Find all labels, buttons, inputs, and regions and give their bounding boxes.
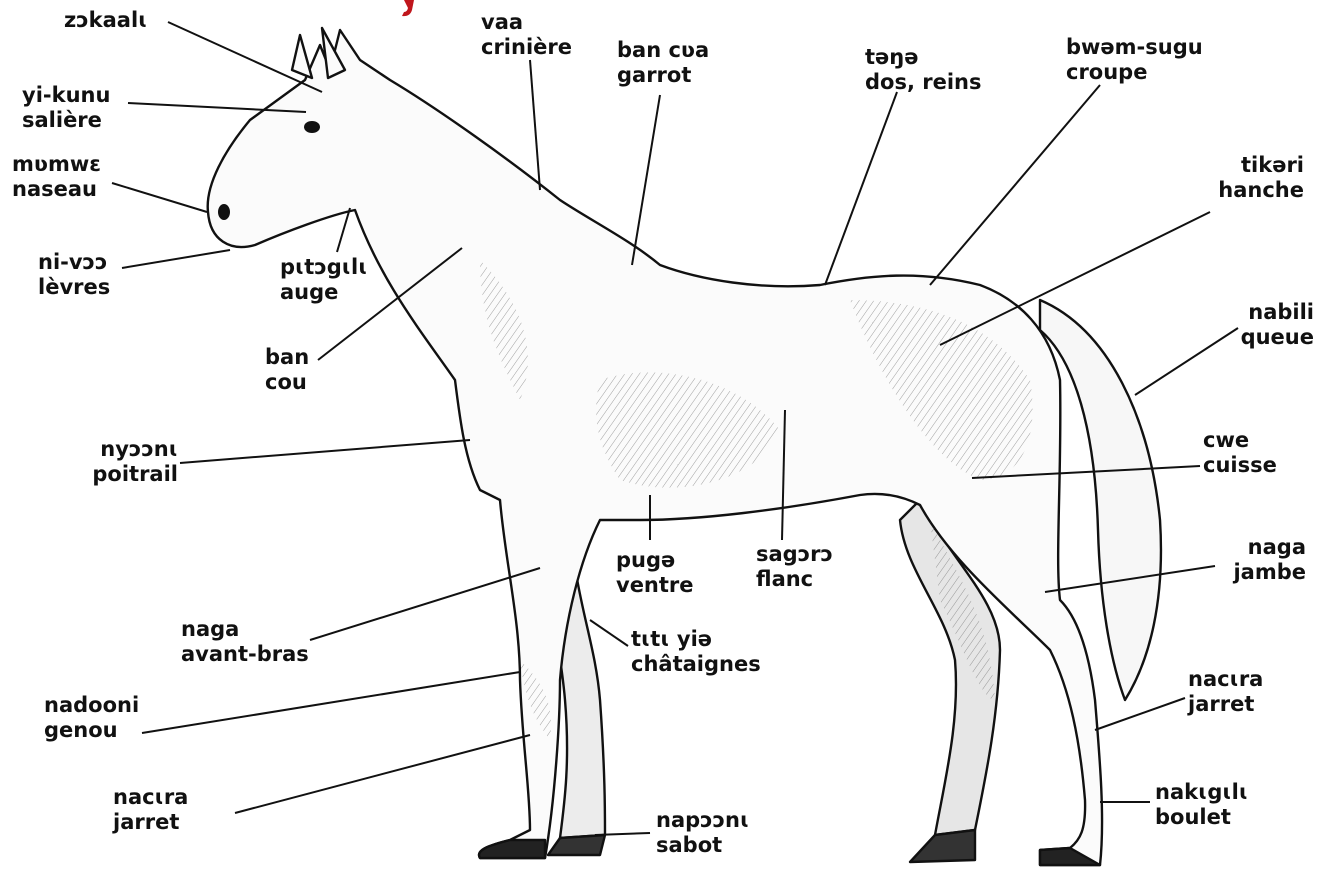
- label-tail-french: queue: [1224, 325, 1314, 350]
- label-hip-french: hanche: [1208, 178, 1304, 203]
- label-withers-french: garrot: [617, 63, 709, 88]
- label-thigh-french: cuisse: [1203, 453, 1277, 478]
- label-fetlock-local: nakɩgɩlɩ: [1155, 780, 1248, 805]
- label-hock-rear-local: nacɩra: [1188, 667, 1263, 692]
- label-salt-french: salière: [22, 108, 110, 133]
- label-head: zɔkaalɩ: [64, 8, 147, 33]
- label-tail: nabili queue: [1224, 300, 1314, 350]
- label-hock-rear-french: jarret: [1188, 692, 1263, 717]
- label-croup-local: bwəm-sugu: [1066, 35, 1203, 60]
- label-leg-local: naga: [1218, 535, 1306, 560]
- label-back-local: təŋə: [865, 45, 982, 70]
- label-thigh-local: cwe: [1203, 428, 1277, 453]
- label-salt: yi-kunu salière: [22, 83, 110, 133]
- label-hoof: napɔɔnɩ sabot: [656, 808, 749, 858]
- label-nostril-local: mʋmwɛ: [12, 152, 101, 177]
- label-salt-local: yi-kunu: [22, 83, 110, 108]
- label-belly-local: pugə: [616, 548, 694, 573]
- label-nostril-french: naseau: [12, 177, 101, 202]
- label-fetlock-french: boulet: [1155, 805, 1248, 830]
- label-hock-front: nacɩra jarret: [113, 785, 188, 835]
- label-flank-french: flanc: [756, 567, 833, 592]
- label-knee-local: nadooni: [44, 693, 139, 718]
- label-mane-local: vaa: [481, 10, 572, 35]
- label-chestnuts-local: tɩtɩ yiə: [631, 627, 761, 652]
- label-hock-rear: nacɩra jarret: [1188, 667, 1263, 717]
- label-thigh: cwe cuisse: [1203, 428, 1277, 478]
- label-hip-local: tikəri: [1208, 153, 1304, 178]
- label-neck: ban cou: [265, 345, 309, 395]
- label-neck-local: ban: [265, 345, 309, 370]
- label-croup: bwəm-sugu croupe: [1066, 35, 1203, 85]
- label-mane: vaa crinière: [481, 10, 572, 60]
- label-chest-french: poitrail: [60, 462, 178, 487]
- label-hoof-french: sabot: [656, 833, 749, 858]
- label-hip: tikəri hanche: [1208, 153, 1304, 203]
- label-trough-local: pɩtɔgɩlɩ: [280, 255, 368, 280]
- label-withers-local: ban cʋa: [617, 38, 709, 63]
- label-lips-french: lèvres: [38, 275, 110, 300]
- label-belly: pugə ventre: [616, 548, 694, 598]
- label-trough-french: auge: [280, 280, 368, 305]
- label-flank: sagɔrɔ flanc: [756, 542, 833, 592]
- label-knee-french: genou: [44, 718, 139, 743]
- label-back: təŋə dos, reins: [865, 45, 982, 95]
- label-chest: nyɔɔnɩ poitrail: [60, 437, 178, 487]
- label-chestnuts: tɩtɩ yiə châtaignes: [631, 627, 761, 677]
- label-knee: nadooni genou: [44, 693, 139, 743]
- label-withers: ban cʋa garrot: [617, 38, 709, 88]
- label-croup-french: croupe: [1066, 60, 1203, 85]
- label-fetlock: nakɩgɩlɩ boulet: [1155, 780, 1248, 830]
- label-lips: ni-vɔɔ lèvres: [38, 250, 110, 300]
- label-trough: pɩtɔgɩlɩ auge: [280, 255, 368, 305]
- label-hoof-local: napɔɔnɩ: [656, 808, 749, 833]
- label-nostril: mʋmwɛ naseau: [12, 152, 101, 202]
- label-mane-french: crinière: [481, 35, 572, 60]
- label-head-local: zɔkaalɩ: [64, 8, 147, 33]
- label-hock-front-local: nacɩra: [113, 785, 188, 810]
- label-tail-local: nabili: [1224, 300, 1314, 325]
- label-forearm-french: avant-bras: [181, 642, 309, 667]
- label-forearm-local: naga: [181, 617, 309, 642]
- label-belly-french: ventre: [616, 573, 694, 598]
- label-forearm: naga avant-bras: [181, 617, 309, 667]
- label-lips-local: ni-vɔɔ: [38, 250, 110, 275]
- label-flank-local: sagɔrɔ: [756, 542, 833, 567]
- label-leg-french: jambe: [1218, 560, 1306, 585]
- label-chest-local: nyɔɔnɩ: [60, 437, 178, 462]
- label-hock-front-french: jarret: [113, 810, 188, 835]
- label-leg: naga jambe: [1218, 535, 1306, 585]
- label-chestnuts-french: châtaignes: [631, 652, 761, 677]
- label-neck-french: cou: [265, 370, 309, 395]
- label-back-french: dos, reins: [865, 70, 982, 95]
